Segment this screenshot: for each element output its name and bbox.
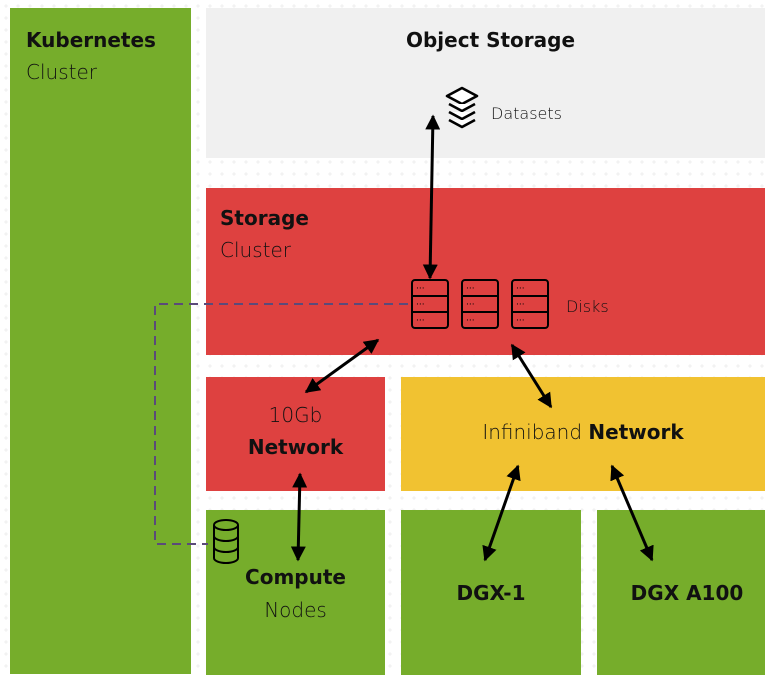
arrow-10gb-compute (290, 472, 308, 562)
dashed-link (154, 303, 408, 545)
server-rack-icon: ··· ··· ··· (511, 279, 549, 329)
svg-text:···: ··· (416, 284, 425, 294)
datasets-label: Datasets (491, 104, 562, 123)
arrow-datasets-storage (422, 114, 441, 280)
database-icon (213, 519, 239, 564)
svg-text:···: ··· (416, 300, 425, 310)
dgx-a100-label: DGX A100 (630, 581, 744, 605)
compute-subtitle: Nodes (264, 598, 327, 622)
infiniband-label: Infiniband Network (401, 420, 765, 444)
network-10gb-line2: Network (247, 435, 344, 459)
compute-title: Compute (245, 565, 346, 589)
storage-subtitle: Cluster (220, 238, 291, 262)
svg-text:···: ··· (416, 316, 425, 326)
kubernetes-cluster-panel: Kubernetes Cluster (10, 8, 191, 674)
arrow-infiniband-dgxa100 (610, 464, 654, 562)
dgx1-label: DGX-1 (456, 581, 526, 605)
infiniband-suffix: Network (588, 420, 684, 444)
svg-text:···: ··· (516, 300, 525, 310)
disks-label: Disks (566, 297, 609, 316)
storage-title: Storage (220, 206, 309, 230)
kubernetes-subtitle: Cluster (26, 60, 97, 84)
object-storage-panel: Object Storage Datasets (206, 8, 765, 158)
layers-icon (445, 86, 479, 129)
svg-text:···: ··· (466, 284, 475, 294)
svg-text:···: ··· (466, 316, 475, 326)
network-10gb-line1: 10Gb (268, 403, 323, 427)
arrow-infiniband-dgx1 (482, 464, 521, 562)
server-rack-icon: ··· ··· ··· (461, 279, 499, 329)
svg-text:···: ··· (516, 284, 525, 294)
kubernetes-title: Kubernetes (26, 28, 156, 52)
infiniband-network-panel: Infiniband Network (401, 377, 765, 491)
server-rack-icon: ··· ··· ··· (411, 279, 449, 329)
svg-text:···: ··· (466, 300, 475, 310)
object-storage-title: Object Storage (405, 28, 576, 52)
infiniband-prefix: Infiniband (482, 420, 583, 444)
arrow-storage-infiniband (510, 343, 553, 409)
arrow-storage-10gb (304, 338, 380, 394)
network-10gb-panel: 10Gb Network (206, 377, 385, 491)
svg-text:···: ··· (516, 316, 525, 326)
